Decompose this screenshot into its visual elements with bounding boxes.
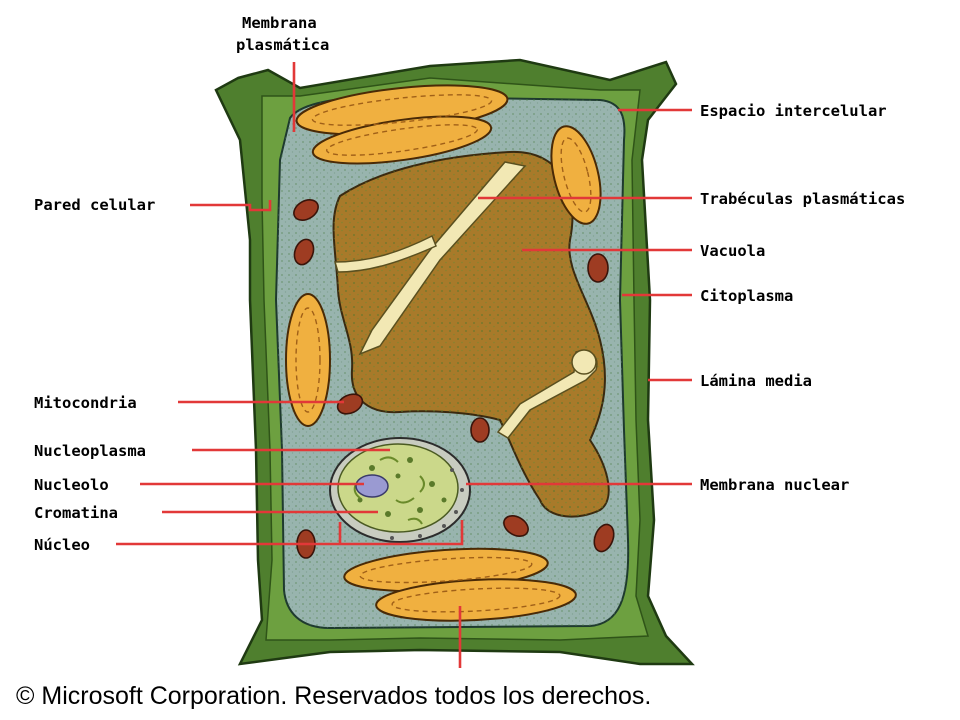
chloroplasts [285, 84, 602, 622]
label-cromatina: Cromatina [34, 504, 118, 522]
label-nucleo: Núcleo [34, 536, 90, 554]
label-membrana-plasmatica: Membrana [242, 14, 317, 32]
trabeculae [333, 161, 598, 439]
label-nucleoplasma: Nucleoplasma [34, 442, 146, 460]
label-lamina-media: Lámina media [700, 372, 812, 390]
leader-lines [116, 62, 692, 668]
label-trabeculas: Trabéculas plasmáticas [700, 190, 905, 208]
copyright-notice: © Microsoft Corporation. Reservados todo… [16, 682, 651, 710]
vacuole-texture [333, 151, 609, 517]
chloroplast-grana [295, 94, 592, 613]
label-pared-celular: Pared celular [34, 196, 155, 214]
label-citoplasma: Citoplasma [700, 287, 793, 305]
label-mitocondria: Mitocondria [34, 394, 137, 412]
label-nucleolo: Nucleolo [34, 476, 109, 494]
label-membrana-plasmatica-2: plasmática [236, 36, 329, 54]
label-espacio-intercelular: Espacio intercelular [700, 102, 887, 120]
label-membrana-nuclear: Membrana nuclear [700, 476, 849, 494]
label-vacuola: Vacuola [700, 242, 765, 260]
nucleus [329, 437, 471, 543]
